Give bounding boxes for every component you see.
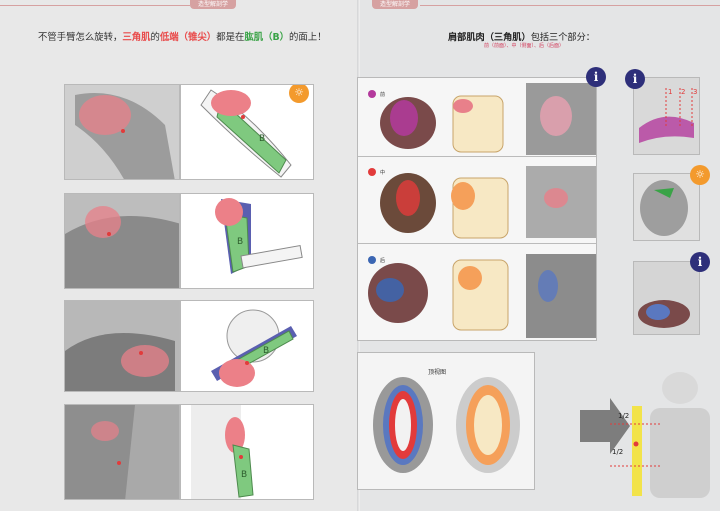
- heading-highlight-brachialis: 肱肌（B）: [244, 32, 289, 43]
- top-view-art: [373, 377, 520, 473]
- arm-photo-3: [64, 300, 180, 392]
- letter-b: B: [263, 346, 269, 356]
- row-label-front: 前: [380, 92, 386, 98]
- letter-b: B: [241, 470, 247, 480]
- top-view-panel: 顶视图: [357, 352, 535, 490]
- row-label-back: 后: [380, 258, 386, 264]
- row-marker-front: [368, 90, 376, 98]
- arm-photo-4: [64, 404, 180, 500]
- letter-b: B: [237, 237, 243, 247]
- side-panel-sections-art: [634, 78, 699, 154]
- lightbulb-icon: ☼: [289, 85, 309, 103]
- section-number-2: 2: [681, 88, 686, 96]
- right-subheading: 前（前面）、中（侧面）、后（后面）: [484, 43, 565, 49]
- info-icon[interactable]: i: [625, 69, 645, 89]
- half-label-lower: 1/2: [612, 448, 624, 456]
- arm-photo-1-art: [65, 85, 179, 179]
- arm-diagram-1-art: B: [200, 89, 292, 178]
- info-icon[interactable]: i: [690, 252, 710, 272]
- heading-title: 肩部肌肉（三角肌）: [448, 32, 531, 43]
- arm-diagram-3: B: [180, 300, 314, 392]
- muscle-illustrations: [368, 83, 596, 338]
- section-number-1: 1: [668, 88, 673, 96]
- arm-photo-4-art: [65, 405, 179, 499]
- half-label-upper: 1/2: [618, 412, 630, 420]
- arm-diagram-1: B ☼: [180, 84, 314, 180]
- heading-highlight-tip: 低端（锥尖）: [159, 32, 217, 43]
- arm-diagram-3-art: B: [211, 309, 297, 387]
- arm-diagram-4: B: [180, 404, 314, 500]
- left-page-tab: 造型解剖学: [190, 0, 237, 9]
- side-panel-shoulder: [633, 173, 700, 241]
- row-divider: [358, 156, 596, 157]
- deltoid-parts-table: 前 中 后: [357, 77, 597, 341]
- arm-photo-2: [64, 193, 180, 289]
- row-label-middle: 中: [380, 170, 386, 176]
- info-icon[interactable]: i: [586, 67, 606, 87]
- heading-text: 都是在: [216, 32, 245, 43]
- right-heading: 肩部肌肉（三角肌）包括三个部分：: [448, 29, 595, 43]
- letter-b: B: [259, 134, 265, 144]
- arm-photo-2-art: [65, 194, 179, 288]
- header-rule: [0, 5, 190, 6]
- skeleton-half-diagram: [580, 372, 710, 498]
- heading-text: 包括三个部分：: [530, 32, 595, 43]
- heading-highlight-deltoid: 三角肌: [122, 32, 151, 43]
- left-page: 造型解剖学 不管手臂怎么旋转，三角肌的低端（锥尖）都是在肱肌（B）的面上！ B …: [0, 0, 358, 500]
- arm-diagram-4-art: B: [191, 405, 254, 499]
- section-number-3: 3: [693, 88, 698, 96]
- arm-photo-3-art: [65, 301, 179, 391]
- arm-diagram-2-art: B: [215, 198, 303, 274]
- side-panel-back: [633, 261, 700, 335]
- side-panel-back-art: [638, 300, 690, 328]
- side-panel-shoulder-art: [640, 180, 688, 236]
- row-marker-back: [368, 256, 376, 264]
- arm-photo-1: [64, 84, 180, 180]
- left-heading: 不管手臂怎么旋转，三角肌的低端（锥尖）都是在肱肌（B）的面上！: [38, 29, 358, 43]
- lightbulb-icon: ☼: [690, 165, 710, 185]
- row-divider: [358, 243, 596, 244]
- right-page-tab: 造型解剖学: [372, 0, 419, 9]
- top-view-title: 顶视图: [428, 369, 447, 376]
- heading-text: 的: [150, 32, 160, 43]
- side-panel-sections: 1 2 3: [633, 77, 700, 155]
- row-marker-middle: [368, 168, 376, 176]
- heading-text: 不管手臂怎么旋转，: [38, 32, 123, 43]
- arm-diagram-2: B: [180, 193, 314, 289]
- heading-text: 的面上！: [288, 32, 327, 43]
- header-rule: [420, 5, 720, 6]
